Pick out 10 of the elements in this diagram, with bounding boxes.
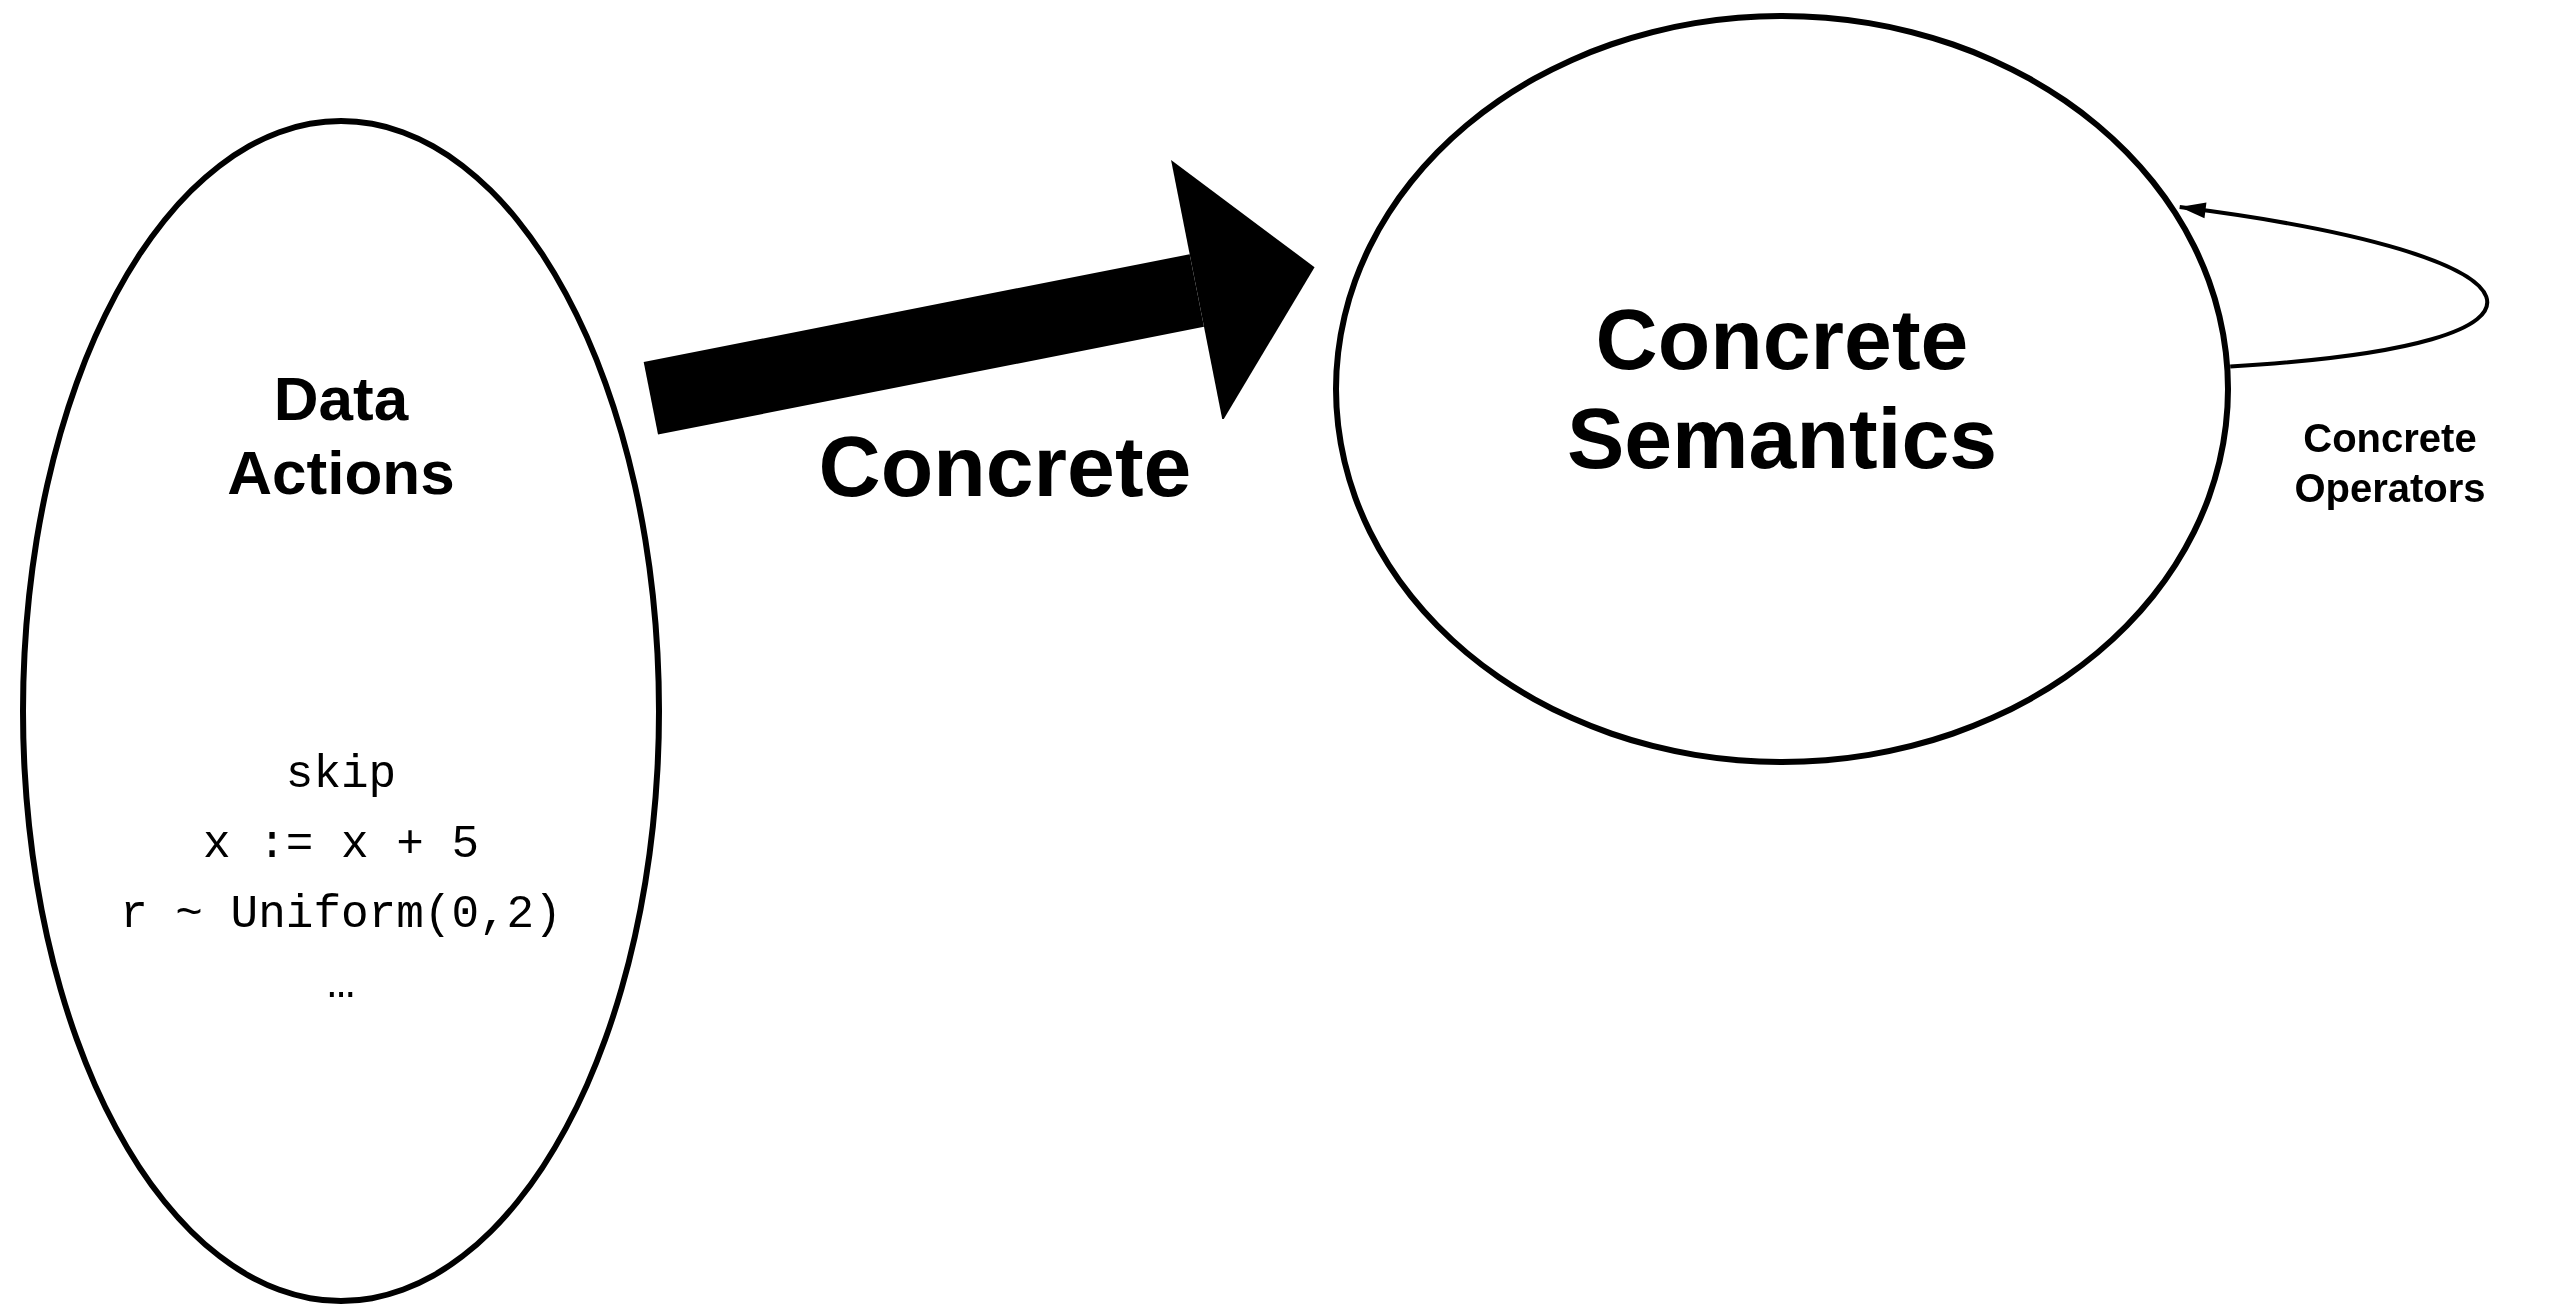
arrow [643, 160, 1315, 435]
ellipse-node [1333, 13, 2231, 765]
code-line: … [327, 958, 355, 1014]
node-title: Concrete Semantics [1565, 290, 1999, 488]
code-line: x := x + 5 [202, 818, 479, 874]
code-line: r ~ Uniform(0,2) [120, 888, 562, 944]
arrow [2179, 202, 2488, 369]
node-title: Data Actions [226, 362, 456, 509]
ellipse-node [20, 118, 662, 1304]
code-line: skip [285, 748, 397, 804]
